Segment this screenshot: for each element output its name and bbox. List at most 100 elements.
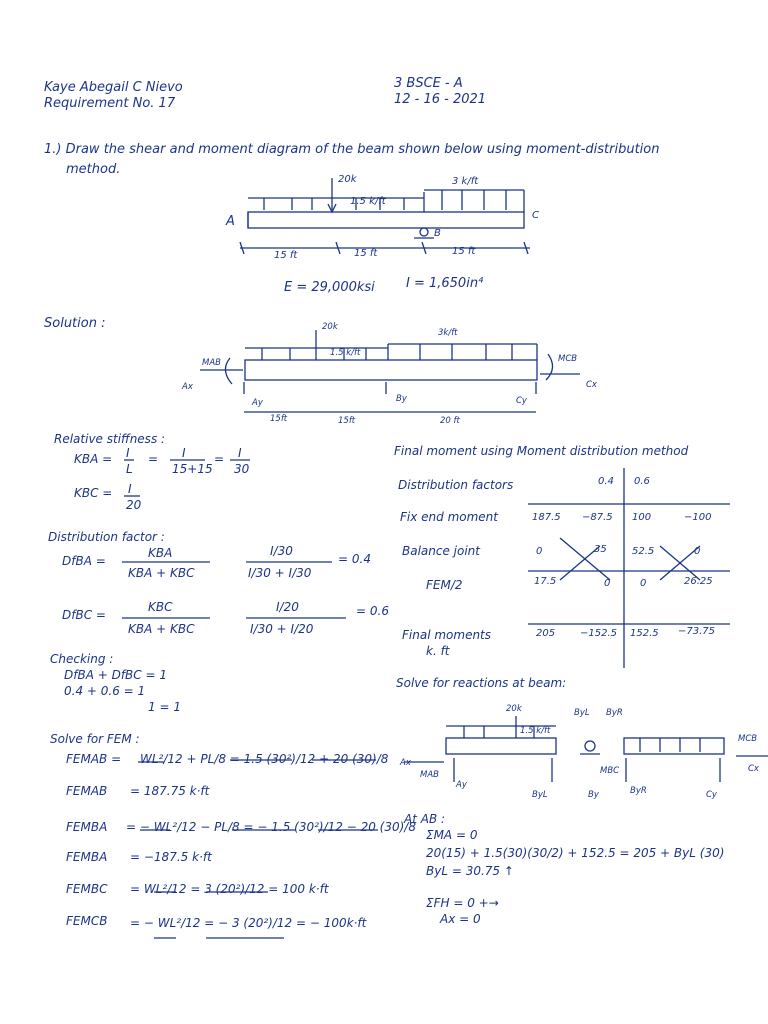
dfba-num: KBA xyxy=(148,546,173,560)
checking-line2: 0.4 + 0.6 = 1 xyxy=(64,684,146,698)
dfbc-val: = 0.6 xyxy=(356,604,389,618)
ax-value: Ax = 0 xyxy=(440,912,481,926)
support-c-label: C xyxy=(532,210,539,221)
span3-label: 15 ft xyxy=(452,246,476,257)
mdm-co-ba: 0 xyxy=(604,578,611,589)
moment-equation: 20(15) + 1.5(30)(30/2) + 152.5 = 205 + B… xyxy=(426,846,725,860)
inertia-label: I = 1,650in⁴ xyxy=(406,276,484,291)
mdm-co-ab: 17.5 xyxy=(534,576,557,587)
at-ab-label: At AB : xyxy=(404,812,446,826)
dfba-lhs: DfBA = xyxy=(62,554,106,568)
sum-moment: ΣMA = 0 xyxy=(426,828,478,842)
rx-byr-bottom: ByR xyxy=(630,786,647,796)
mdm-table-lines xyxy=(528,468,730,668)
mdm-row-final-unit: k. ft xyxy=(426,644,450,658)
rx-ax: Ax xyxy=(400,758,411,768)
dist-load-ab-label: 1.5 k/ft xyxy=(350,196,386,207)
kba-eq1: = xyxy=(148,452,159,466)
dfbc-den2: I/30 + I/20 xyxy=(250,622,314,636)
mdm-row-final: Final moments xyxy=(402,628,492,642)
mdm-bal-cb: 0 xyxy=(694,546,701,557)
checking-line1: DfBA + DfBC = 1 xyxy=(64,668,167,682)
dfba-den: KBA + KBC xyxy=(128,566,195,580)
dist-load-bc-label: 3 k/ft xyxy=(452,176,479,187)
mdm-bal-bc: 52.5 xyxy=(632,546,655,557)
mdm-row-co: FEM/2 xyxy=(426,578,463,592)
mdm-fem-cb: −100 xyxy=(684,512,712,523)
distribution-heading: Distribution factor : xyxy=(48,530,165,544)
solution-beam-diagram xyxy=(200,330,580,413)
fem-ab-expr: WL²/12 + PL/8 = 1.5 (30²)/12 + 20 (30)/8 xyxy=(140,752,389,766)
mdm-final-cb: −73.75 xyxy=(678,626,716,637)
fem-bc-expr: = WL²/12 = 3 (20²)/12 = 100 k·ft xyxy=(130,882,329,896)
mdm-co-bc: 0 xyxy=(640,578,647,589)
rx-ay: Ay xyxy=(456,780,467,790)
dfbc-den: KBA + KBC xyxy=(128,622,195,636)
span2-label: 15 ft xyxy=(354,248,378,259)
fem-ba-expr: = − WL²/12 − PL/8 = − 1.5 (30²)/12 − 20 … xyxy=(126,820,416,834)
fraction-bars xyxy=(122,459,378,939)
sol-mab: MAB xyxy=(202,358,221,368)
span1-label: 15 ft xyxy=(274,250,298,261)
sol-dim3: 20 ft xyxy=(440,416,460,426)
support-a-label: A xyxy=(226,214,235,229)
mdm-final-ba: −152.5 xyxy=(580,628,618,639)
sol-cy: Cy xyxy=(516,396,527,406)
stiffness-heading: Relative stiffness : xyxy=(54,432,166,446)
dfbc-lhs: DfBC = xyxy=(62,608,106,622)
sol-dim2: 15ft xyxy=(338,416,356,426)
rx-by: By xyxy=(588,790,599,800)
mdm-row-bal: Balance joint xyxy=(402,544,480,558)
mdm-co-cb: 26.25 xyxy=(684,576,713,587)
kba-num: I xyxy=(126,446,130,460)
point-load-label: 20k xyxy=(338,174,357,185)
fem-cb-expr: = − WL²/12 = − 3 (20²)/12 = − 100k·ft xyxy=(130,916,367,930)
dfba-num2: I/30 xyxy=(270,544,293,558)
kba-num3: I xyxy=(238,446,242,460)
mdm-fem-bc: 100 xyxy=(632,512,652,523)
fem-cb-lhs: FEMCB xyxy=(66,914,108,928)
fem-heading: Solve for FEM : xyxy=(50,732,140,746)
kba-lhs: KBA = xyxy=(74,452,113,466)
date-label: 12 - 16 - 2021 xyxy=(394,92,487,107)
kba-num2: I xyxy=(182,446,186,460)
fem-ba2-lhs: FEMBA xyxy=(66,850,108,864)
rx-mbc: MBC xyxy=(600,766,620,776)
fem-ab2-val: = 187.75 k·ft xyxy=(130,784,210,798)
kbc-num: I xyxy=(128,482,132,496)
mdm-row-fem: Fix end moment xyxy=(400,510,498,524)
checking-line3: 1 = 1 xyxy=(148,700,181,714)
mdm-final-ab: 205 xyxy=(536,628,556,639)
sol-load-bc: 3k/ft xyxy=(438,328,458,338)
checking-heading: Checking : xyxy=(50,652,114,666)
sol-point-load: 20k xyxy=(322,322,338,332)
student-name: Kaye Abegail C Nievo xyxy=(44,80,183,95)
fem-ba-lhs: FEMBA xyxy=(66,820,108,834)
problem-statement-line1: 1.) Draw the shear and moment diagram of… xyxy=(44,142,660,157)
sol-mcb: MCB xyxy=(558,354,578,364)
dfba-den2: I/30 + I/30 xyxy=(248,566,312,580)
rx-byr-top: ByR xyxy=(606,708,623,718)
sol-ax: Ax xyxy=(182,382,193,392)
mdm-bal-ba: 35 xyxy=(594,544,607,555)
support-b-label: B xyxy=(434,228,441,239)
mdm-final-bc: 152.5 xyxy=(630,628,659,639)
mdm-heading: Final moment using Moment distribution m… xyxy=(394,444,689,458)
mdm-bal-ab: 0 xyxy=(536,546,543,557)
sol-by: By xyxy=(396,394,407,404)
rx-point-load: 20k xyxy=(506,704,522,714)
byl-value: ByL = 30.75 ↑ xyxy=(426,864,514,878)
sol-cx: Cx xyxy=(586,380,597,390)
sol-dim1: 15ft xyxy=(270,414,288,424)
mdm-fem-ba: −87.5 xyxy=(582,512,613,523)
mdm-fem-ab: 187.5 xyxy=(532,512,561,523)
kba-den: L xyxy=(126,462,133,476)
kbc-den: 20 xyxy=(126,498,142,512)
rx-byl-top: ByL xyxy=(574,708,590,718)
dfba-val: = 0.4 xyxy=(338,552,371,566)
modulus-label: E = 29,000ksi xyxy=(284,280,375,295)
rx-load-ab: 1.5 k/ft xyxy=(520,726,551,736)
kba-den3: 30 xyxy=(234,462,250,476)
requirement-label: Requirement No. 17 xyxy=(44,96,176,111)
